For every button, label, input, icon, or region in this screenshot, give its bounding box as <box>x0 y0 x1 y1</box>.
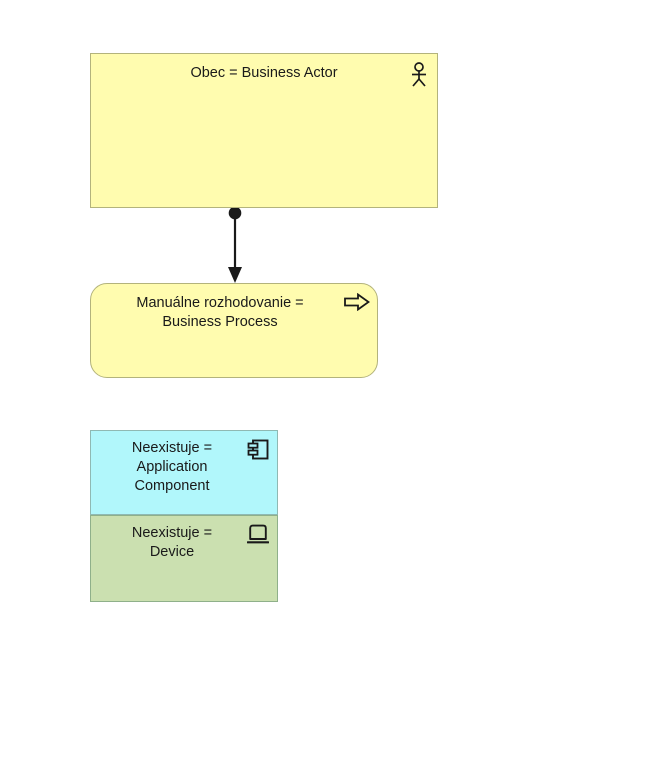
node-business-actor-label: Obec = Business Actor <box>190 65 338 81</box>
business-process-arrow-icon <box>344 293 370 311</box>
node-device[interactable]: Neexistuje = Device <box>90 515 278 602</box>
node-business-process-label: Manuálne rozhodovanie = Business Process <box>136 295 304 330</box>
application-component-icon <box>247 439 269 460</box>
node-application-component-label: Neexistuje = Application Component <box>131 440 213 494</box>
node-business-actor[interactable]: Obec = Business Actor <box>90 53 438 208</box>
node-business-process[interactable]: Manuálne rozhodovanie = Business Process <box>90 283 378 378</box>
arrowhead-marker <box>228 267 242 283</box>
node-application-component[interactable]: Neexistuje = Application Component <box>90 430 278 515</box>
assignment-ball-marker <box>228 206 242 220</box>
business-actor-icon <box>412 62 426 87</box>
device-icon <box>247 524 269 544</box>
node-device-label: Neexistuje = Device <box>131 525 213 560</box>
